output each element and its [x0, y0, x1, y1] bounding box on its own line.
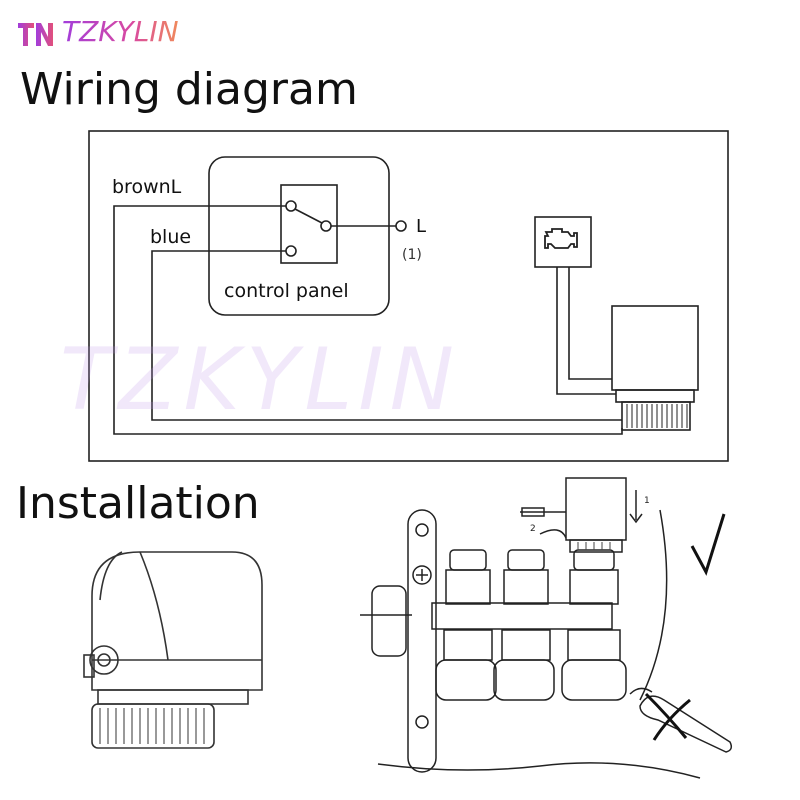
- engine-wire-a: [556, 267, 616, 395]
- actuator-knurl: [621, 401, 691, 431]
- switch-contact-top: [285, 200, 297, 212]
- blue-wire-label: blue: [150, 226, 192, 248]
- switch-contact-right: [320, 220, 332, 232]
- wiring-diagram-title: Wiring diagram: [20, 64, 358, 115]
- switch-box: [280, 184, 338, 264]
- mounted-actuator: [565, 477, 627, 541]
- switch-contact-bottom: [285, 245, 297, 257]
- actuator-base: [615, 389, 695, 403]
- brand-logo-icon: [18, 23, 53, 46]
- step-mark-1: 1: [644, 496, 650, 506]
- actuator-body: [611, 305, 699, 391]
- brown-wire-label: brownL: [112, 176, 182, 198]
- engine-icon-box: [534, 216, 592, 268]
- engine-wire-b: [568, 267, 612, 380]
- engine-icon: [544, 228, 578, 249]
- mounting-bracket: [407, 509, 437, 773]
- terminal-index-label: (1): [402, 247, 422, 263]
- manifold-drawing: [360, 477, 701, 779]
- brand-name: TZKYLIN: [62, 15, 179, 48]
- brown-wire: [113, 205, 623, 435]
- control-panel-label: control panel: [224, 280, 349, 302]
- wrench-drawing: [629, 687, 733, 753]
- terminal-l-label: L: [416, 216, 427, 237]
- installation-title: Installation: [16, 478, 260, 529]
- terminal-l-point: [395, 220, 407, 232]
- diagram-frame: [88, 130, 729, 462]
- cross-icon: [644, 692, 691, 741]
- step-mark-2: 2: [530, 524, 536, 534]
- actuator-side-view: [83, 551, 263, 749]
- checkmark-icon: [690, 513, 726, 576]
- control-panel-box: [208, 156, 390, 316]
- blue-wire: [151, 250, 622, 421]
- manifold-pipe: [431, 602, 613, 630]
- pipe-nut: [371, 585, 407, 657]
